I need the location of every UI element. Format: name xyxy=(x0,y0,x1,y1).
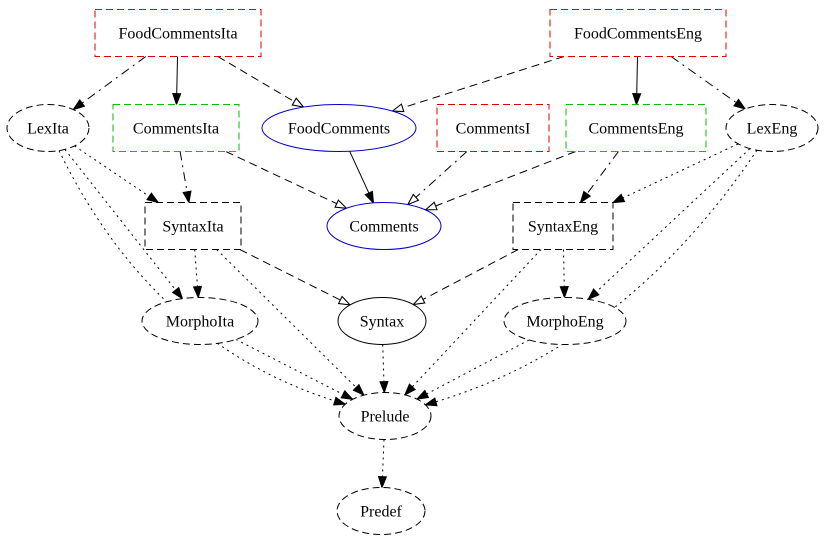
edge-FoodCommentsIta-CommentsIta xyxy=(177,56,178,105)
edge-CommentsIta-Comments xyxy=(225,151,347,209)
node-label-CommentsEng: CommentsEng xyxy=(588,121,683,138)
edge-LexEng-MorphoEng xyxy=(588,148,751,300)
node-label-CommentsIta: CommentsIta xyxy=(133,121,219,138)
edge-SyntaxEng-Syntax xyxy=(413,249,519,305)
node-label-Comments: Comments xyxy=(349,219,418,236)
node-label-MorphoEng: MorphoEng xyxy=(526,314,603,331)
FoodComments-shape xyxy=(261,104,417,152)
node-label-FoodCommentsIta: FoodCommentsIta xyxy=(118,26,237,43)
edge-LexIta-MorphoIta xyxy=(64,149,182,298)
edge-CommentsEng-SyntaxEng xyxy=(581,151,619,203)
edge-LexIta-Prelude xyxy=(58,150,345,405)
node-FoodComments: FoodComments xyxy=(261,104,417,152)
Prelude-shape xyxy=(338,392,432,440)
node-label-LexEng: LexEng xyxy=(747,121,798,138)
SyntaxIta-shape xyxy=(144,202,242,250)
edge-Prelude-Predef xyxy=(382,439,384,488)
edge-LexIta-SyntaxIta xyxy=(74,145,159,203)
edge-MorphoEng-Prelude xyxy=(417,339,530,399)
node-label-SyntaxEng: SyntaxEng xyxy=(528,219,598,236)
SyntaxEng-shape xyxy=(512,202,614,250)
edge-SyntaxEng-MorphoEng xyxy=(564,249,565,298)
node-label-Prelude: Prelude xyxy=(361,409,410,426)
node-CommentsIta: CommentsIta xyxy=(112,104,240,152)
edge-Syntax-Prelude xyxy=(383,344,385,393)
node-Predef: Predef xyxy=(336,487,426,535)
node-Prelude: Prelude xyxy=(338,392,432,440)
edge-FoodCommentsEng-LexEng xyxy=(670,56,745,109)
CommentsI-shape xyxy=(436,104,550,152)
edge-SyntaxIta-Syntax xyxy=(239,249,350,305)
node-FoodCommentsIta: FoodCommentsIta xyxy=(94,9,262,57)
node-FoodCommentsEng: FoodCommentsEng xyxy=(549,9,727,57)
edge-FoodCommentsIta-FoodComments xyxy=(217,56,304,108)
node-label-Syntax: Syntax xyxy=(360,314,404,331)
edge-FoodCommentsIta-LexIta xyxy=(73,56,147,110)
Syntax-shape xyxy=(337,297,427,345)
CommentsEng-shape xyxy=(565,104,707,152)
node-MorphoEng: MorphoEng xyxy=(503,297,627,345)
node-label-MorphoIta: MorphoIta xyxy=(166,314,234,331)
edge-CommentsI-Comments xyxy=(408,151,468,205)
Comments-shape xyxy=(326,202,442,250)
MorphoIta-shape xyxy=(141,297,259,345)
node-Syntax: Syntax xyxy=(337,297,427,345)
MorphoEng-shape xyxy=(503,297,627,345)
node-CommentsEng: CommentsEng xyxy=(565,104,707,152)
node-MorphoIta: MorphoIta xyxy=(141,297,259,345)
LexEng-shape xyxy=(725,104,819,152)
edge-CommentsEng-Comments xyxy=(426,151,576,210)
node-label-CommentsI: CommentsI xyxy=(456,121,531,138)
node-label-FoodCommentsEng: FoodCommentsEng xyxy=(574,26,702,43)
node-CommentsI: CommentsI xyxy=(436,104,550,152)
node-label-FoodComments: FoodComments xyxy=(288,121,390,138)
node-Comments: Comments xyxy=(326,202,442,250)
node-LexEng: LexEng xyxy=(725,104,819,152)
node-LexIta: LexIta xyxy=(6,104,90,152)
edge-FoodCommentsEng-CommentsEng xyxy=(637,56,638,105)
edge-SyntaxIta-Prelude xyxy=(216,249,364,396)
CommentsIta-shape xyxy=(112,104,240,152)
edge-CommentsIta-SyntaxIta xyxy=(179,151,189,203)
edge-SyntaxIta-MorphoIta xyxy=(195,249,199,298)
FoodCommentsEng-shape xyxy=(549,9,727,57)
node-label-Predef: Predef xyxy=(360,504,402,521)
node-label-LexIta: LexIta xyxy=(27,121,69,138)
edge-FoodCommentsEng-FoodComments xyxy=(392,56,565,112)
Predef-shape xyxy=(336,487,426,535)
edge-MorphoIta-Prelude xyxy=(235,338,353,399)
node-SyntaxEng: SyntaxEng xyxy=(512,202,614,250)
edge-LexEng-SyntaxEng xyxy=(613,143,739,203)
FoodCommentsIta-shape xyxy=(94,9,262,57)
LexIta-shape xyxy=(6,104,90,152)
node-label-SyntaxIta: SyntaxIta xyxy=(162,219,223,236)
edge-FoodComments-Comments xyxy=(349,151,374,203)
node-SyntaxIta: SyntaxIta xyxy=(144,202,242,250)
